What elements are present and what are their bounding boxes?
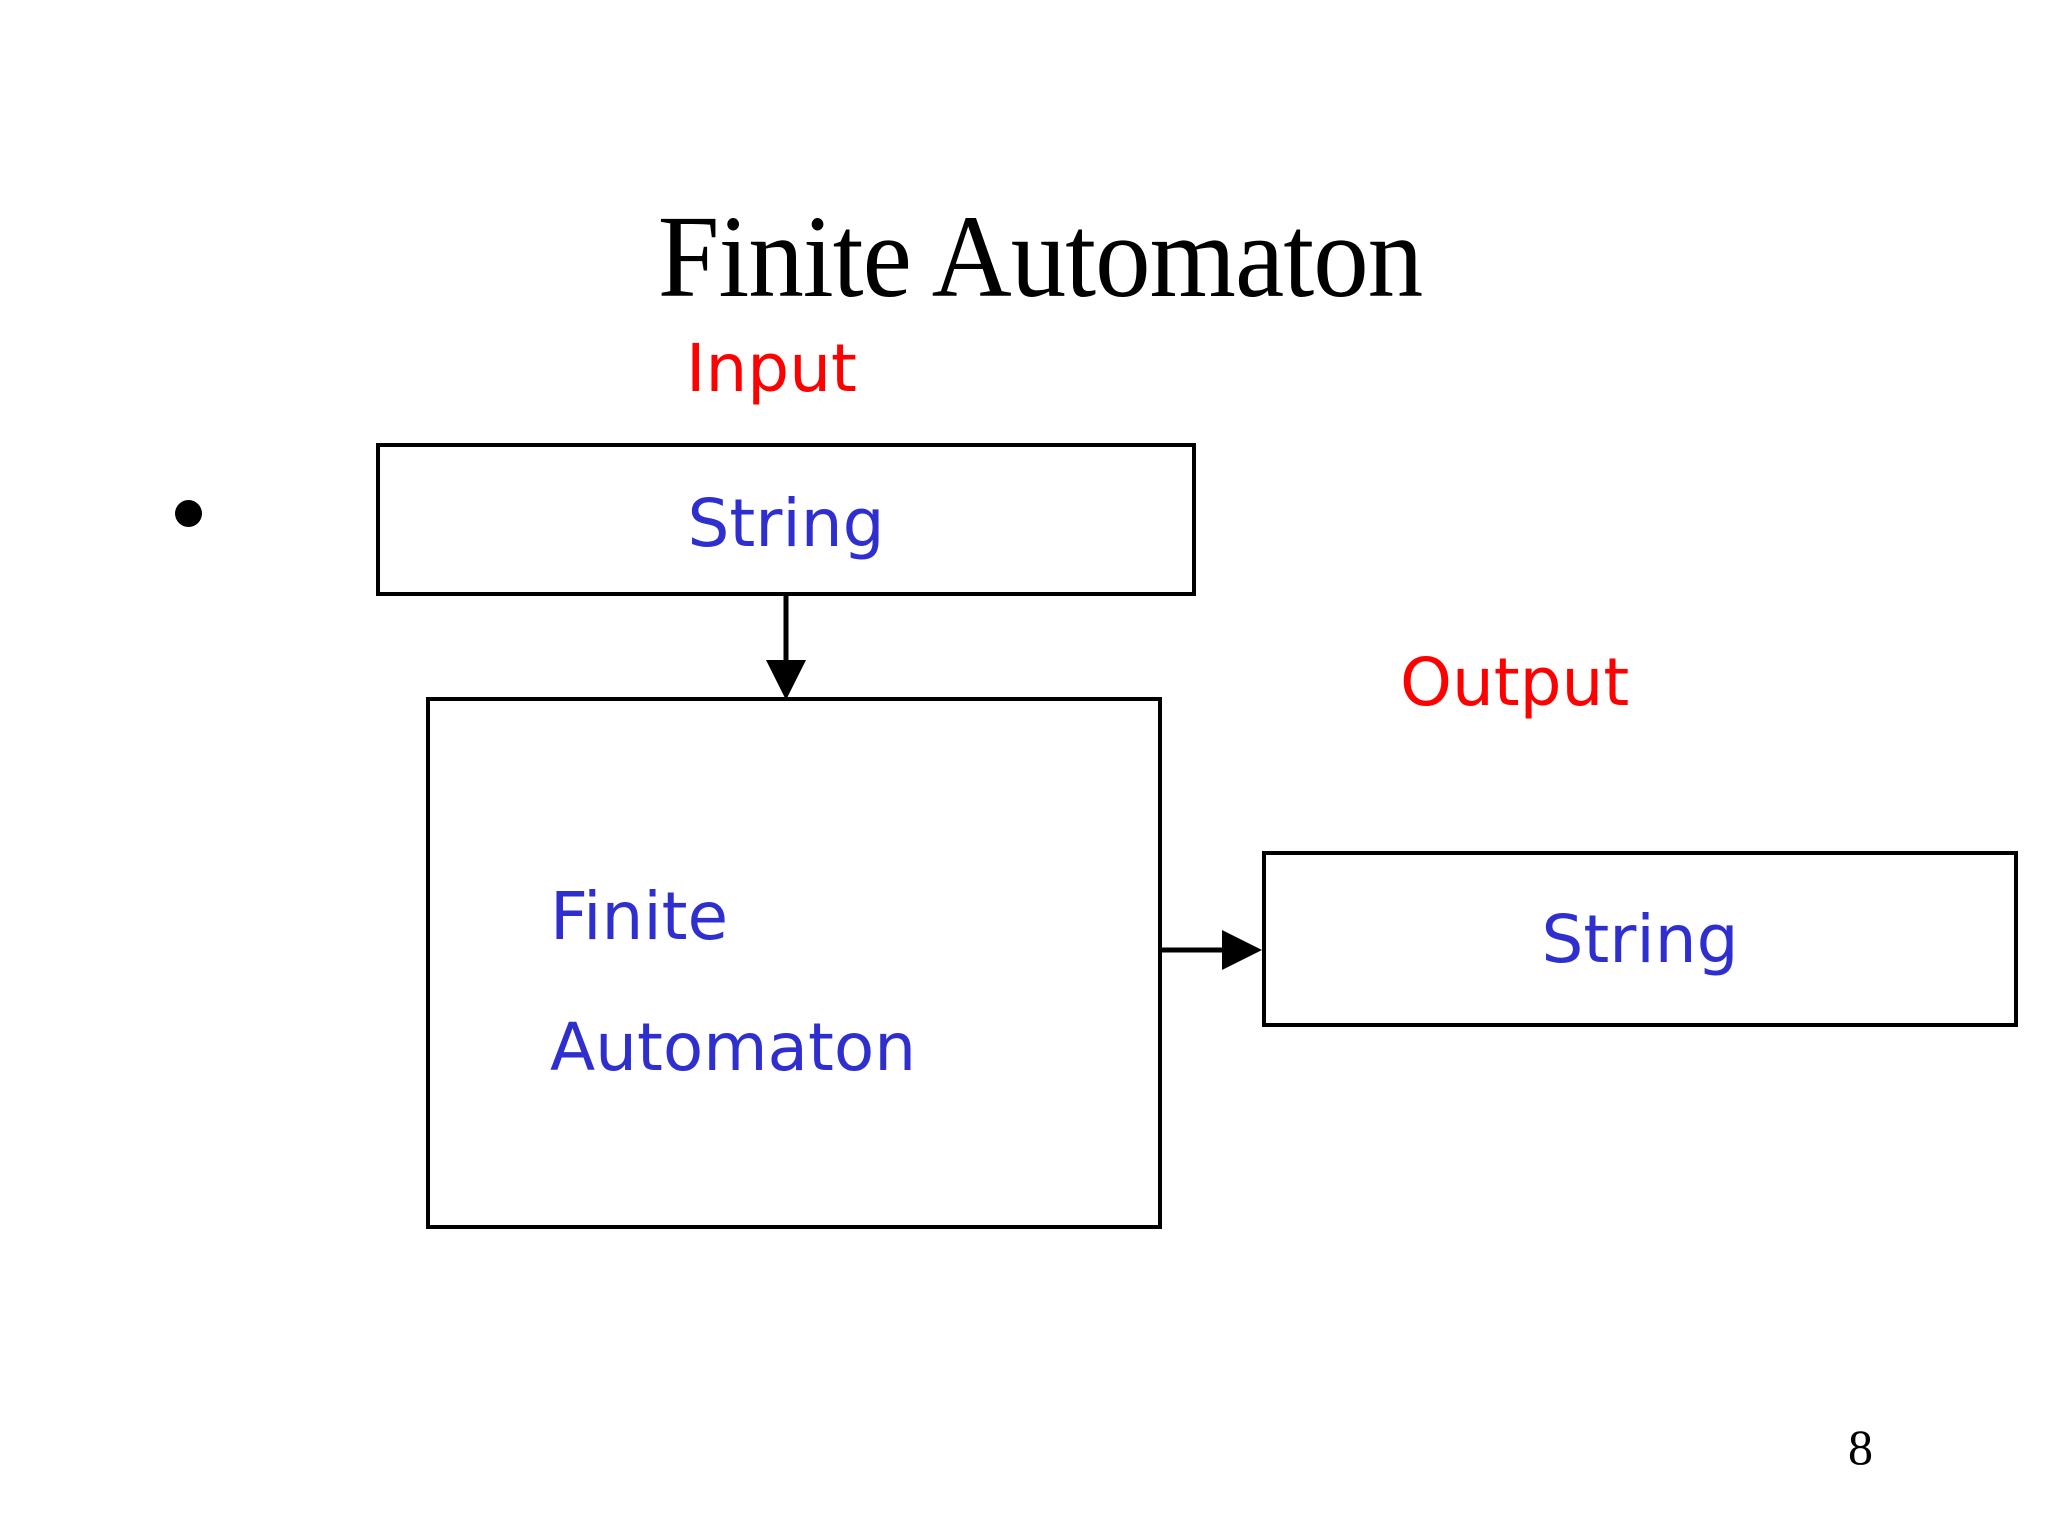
input-label: Input (686, 330, 857, 407)
finite-automaton-box[interactable]: Finite Automaton (426, 697, 1162, 1229)
page-number: 8 (1848, 1419, 1873, 1475)
output-string-box-label: String (1541, 901, 1739, 978)
output-label: Output (1400, 644, 1630, 721)
finite-automaton-box-label-line2: Automaton (550, 1009, 917, 1086)
page-title: Finite Automaton (657, 191, 1423, 322)
arrow-input-to-automaton-icon (766, 596, 806, 700)
bullet-marker-icon (175, 500, 202, 527)
finite-automaton-box-label-line1: Finite (550, 878, 729, 955)
output-string-box[interactable]: String (1262, 851, 2018, 1027)
input-string-box[interactable]: String (376, 443, 1196, 596)
input-string-box-label: String (687, 485, 885, 562)
arrow-automaton-to-output-icon (1162, 930, 1262, 970)
